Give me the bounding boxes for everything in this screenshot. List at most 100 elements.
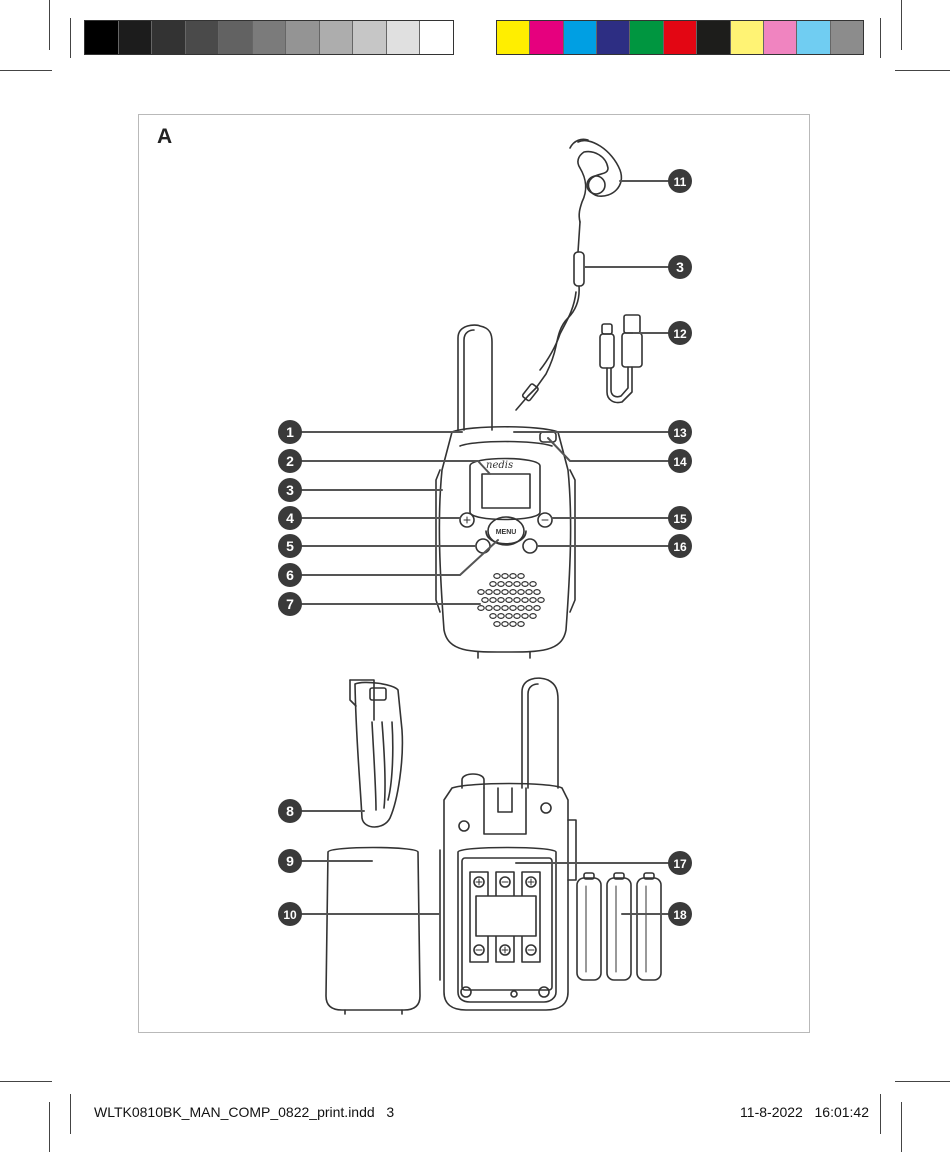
callout-number: 13: [673, 426, 687, 440]
callout-13: 13: [668, 420, 692, 444]
gray-swatch: [319, 21, 354, 54]
speaker-hole: [477, 604, 485, 611]
callout-16: 16: [668, 534, 692, 558]
callout-4: 4: [278, 506, 302, 530]
callout-18: 18: [668, 902, 692, 926]
figure-letter: A: [157, 125, 173, 148]
gray-swatch: [185, 21, 220, 54]
speaker-hole: [513, 612, 521, 619]
speaker-hole: [537, 596, 545, 603]
callout-number: 16: [673, 540, 687, 554]
callout-6: 6: [278, 563, 302, 587]
walkie-talkie-back: [439, 677, 577, 1011]
speaker-hole: [517, 572, 525, 579]
speaker-hole: [509, 604, 517, 611]
speaker-hole: [501, 620, 509, 627]
gray-swatch: [118, 21, 153, 54]
callout-number: 3: [286, 482, 294, 498]
gray-swatch: [152, 21, 186, 54]
callout-10: 10: [278, 902, 302, 926]
speaker-hole: [493, 588, 501, 595]
speaker-hole: [517, 588, 525, 595]
callout-9: 9: [278, 849, 302, 873]
speaker-hole: [513, 580, 521, 587]
speaker-hole: [533, 604, 541, 611]
battery-cover: [325, 846, 421, 1015]
callout-14: 14: [668, 449, 692, 473]
speaker-hole: [521, 580, 529, 587]
color-swatch: [730, 21, 764, 54]
callout-number: 12: [673, 327, 687, 341]
callout-number: 11: [674, 175, 687, 189]
color-swatch: [497, 21, 531, 54]
walkie-talkie-front: nedis MENU: [435, 324, 576, 659]
speaker-hole: [525, 604, 533, 611]
speaker-hole: [529, 612, 537, 619]
usb-charging-cable: [599, 314, 643, 404]
speaker-hole: [497, 596, 505, 603]
aaa-batteries: [576, 872, 662, 981]
callout-number: 3: [676, 259, 684, 275]
speaker-hole: [489, 596, 497, 603]
grayscale-calibration-bar: [84, 20, 454, 55]
callout-2: 2: [278, 449, 302, 473]
callout-number: 17: [673, 857, 687, 871]
color-swatch: [530, 21, 564, 54]
callout-number: 8: [286, 803, 294, 819]
callout-7: 7: [278, 592, 302, 616]
crop-mark: [49, 0, 51, 50]
gray-swatch: [252, 21, 287, 54]
crop-mark: [901, 0, 903, 50]
speaker-hole: [509, 588, 517, 595]
speaker-hole: [505, 596, 513, 603]
speaker-hole: [505, 580, 513, 587]
speaker-hole: [497, 580, 505, 587]
color-swatch: [663, 21, 698, 54]
svg-text:MENU: MENU: [496, 529, 517, 536]
speaker-hole: [509, 620, 517, 627]
gray-swatch: [420, 21, 454, 54]
callout-11: 11: [668, 169, 692, 193]
svg-text:nedis: nedis: [486, 460, 513, 471]
callout-15: 15: [668, 506, 692, 530]
speaker-hole: [501, 604, 509, 611]
gray-swatch: [286, 21, 320, 54]
crop-mark: [880, 18, 882, 58]
speaker-hole: [501, 588, 509, 595]
speaker-hole: [489, 580, 497, 587]
callout-number: 7: [286, 596, 294, 612]
callout-3: 3: [278, 478, 302, 502]
leader-lines: [301, 180, 669, 915]
crop-mark: [70, 18, 72, 58]
gray-swatch: [85, 21, 119, 54]
crop-mark: [895, 70, 950, 72]
callout-number: 15: [673, 512, 687, 526]
crop-mark: [49, 1102, 51, 1152]
speaker-hole: [485, 604, 493, 611]
speaker-hole: [525, 588, 533, 595]
crop-mark: [70, 1094, 72, 1134]
footer-filename: WLTK0810BK_MAN_COMP_0822_print.indd 3: [94, 1104, 395, 1120]
gray-swatch: [219, 21, 253, 54]
speaker-grille: [477, 572, 545, 627]
speaker-hole: [513, 596, 521, 603]
crop-mark: [901, 1102, 903, 1152]
speaker-hole: [481, 596, 489, 603]
speaker-hole: [493, 572, 501, 579]
callout-1: 1: [278, 420, 302, 444]
speaker-hole: [521, 612, 529, 619]
speaker-hole: [509, 572, 517, 579]
crop-mark: [895, 1081, 950, 1083]
callout-number: 18: [673, 908, 687, 922]
color-swatch: [797, 21, 831, 54]
speaker-hole: [477, 588, 485, 595]
callout-12: 12: [668, 321, 692, 345]
speaker-hole: [529, 580, 537, 587]
color-swatch: [830, 21, 863, 54]
speaker-hole: [517, 604, 525, 611]
speaker-hole: [517, 620, 525, 627]
speaker-hole: [489, 612, 497, 619]
speaker-hole: [521, 596, 529, 603]
